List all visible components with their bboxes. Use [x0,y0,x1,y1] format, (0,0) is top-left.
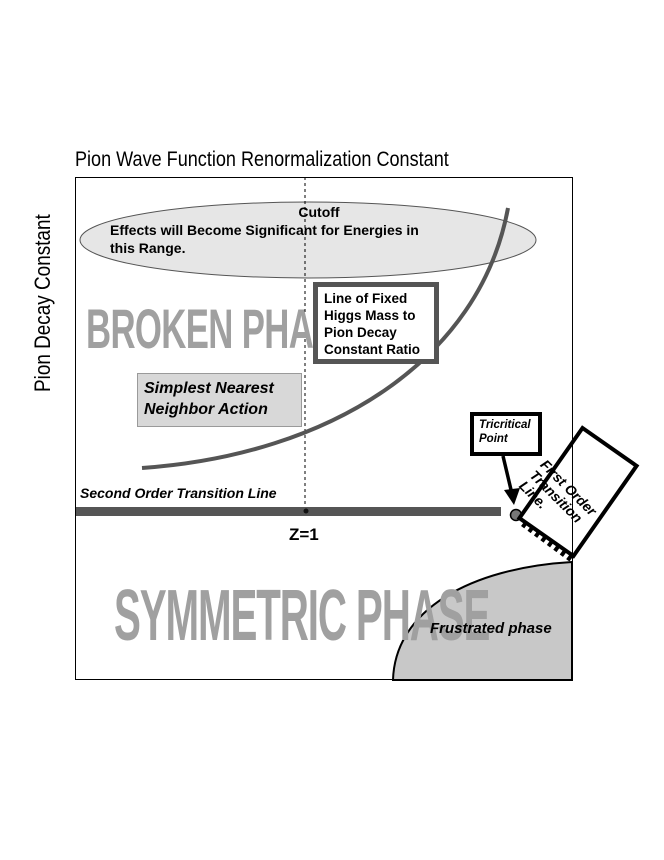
tricritical-line-2: Point [479,433,508,445]
tricritical-box: Tricritical Point [470,412,542,456]
fixed-ratio-line-1: Line of Fixed [324,291,408,306]
second-order-line [76,507,501,516]
cutoff-line-3: this Range. [110,240,186,256]
first-order-box [516,425,640,559]
nearest-neighbor-line-1: Simplest Nearest [144,380,274,397]
cutoff-heading: Cutoff [298,204,340,220]
cutoff-text: Cutoff Effects will Become Significant f… [110,203,510,257]
fixed-ratio-box: Line of Fixed Higgs Mass to Pion Decay C… [313,282,439,364]
fixed-ratio-line-2: Higgs Mass to [324,308,416,323]
figure-title: Pion Wave Function Renormalization Const… [75,148,449,171]
second-order-label: Second Order Transition Line [80,485,277,501]
z1-point-marker [303,508,309,514]
fixed-ratio-line-3: Pion Decay [324,325,397,340]
frustrated-region [391,560,573,681]
fixed-ratio-curve [141,207,510,470]
frustrated-phase-label: Frustrated phase [430,620,552,637]
tricritical-arrow-shaft [501,455,514,495]
tricritical-line-1: Tricritical [479,419,531,431]
cutoff-ellipse [79,201,537,279]
tricritical-arrowhead [504,488,520,505]
plot-frame [75,177,573,680]
cutoff-line-2: Effects will Become Significant for Ener… [110,222,419,238]
nearest-neighbor-box: Simplest Nearest Neighbor Action [137,373,302,427]
nearest-neighbor-line-2: Neighbor Action [144,401,268,418]
symmetric-phase-label: SYMMETRIC PHASE [114,576,490,656]
fixed-ratio-line-4: Constant Ratio [324,342,420,357]
z1-label: Z=1 [289,525,319,544]
